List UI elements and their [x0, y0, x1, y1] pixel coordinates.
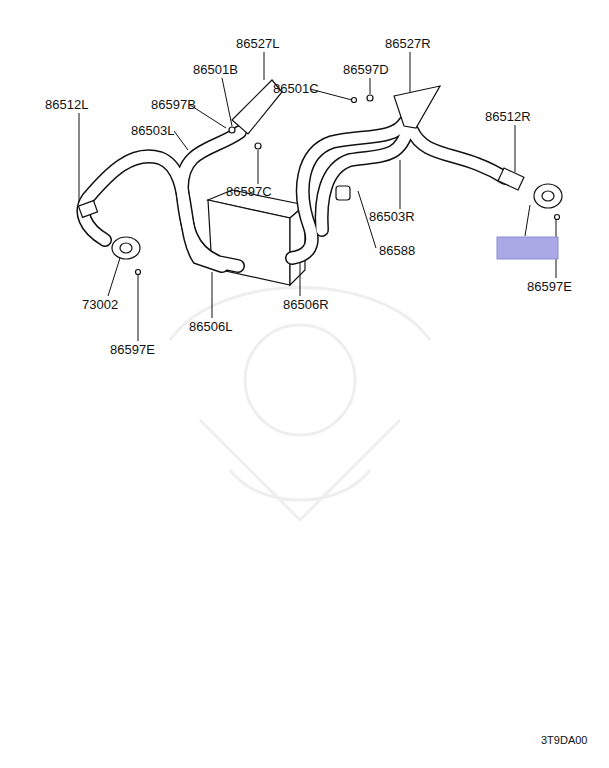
leader-lines	[79, 52, 556, 341]
callout-number: 86501B	[193, 63, 238, 77]
callout-number: 86503L	[131, 124, 174, 138]
callout-number: 86597D	[343, 63, 389, 77]
callout-number: 86506L	[189, 320, 232, 334]
funnels	[232, 80, 440, 134]
callout-number: 86527R	[385, 37, 431, 51]
callout-number: 86512R	[485, 110, 531, 124]
watermark	[170, 288, 430, 521]
hoses	[83, 122, 505, 266]
callout-number: 86597E	[110, 343, 155, 357]
callout-number: 86588	[379, 244, 415, 258]
highlight-box	[497, 237, 558, 259]
callout-number: 86597B	[151, 98, 196, 112]
callout-number: 86597E	[527, 280, 572, 294]
callout-number: 86506R	[283, 298, 329, 312]
callout-number: 86501C	[273, 82, 319, 96]
figure-code: 3T9DA00	[541, 733, 587, 747]
nozzle-connectors	[78, 95, 562, 275]
callout-number: 86527L	[236, 37, 279, 51]
callout-number: 86512L	[45, 98, 88, 112]
callout-number: 86503R	[369, 210, 415, 224]
callout-number: 73002	[82, 298, 118, 312]
callout-number: 86597C	[226, 185, 272, 199]
